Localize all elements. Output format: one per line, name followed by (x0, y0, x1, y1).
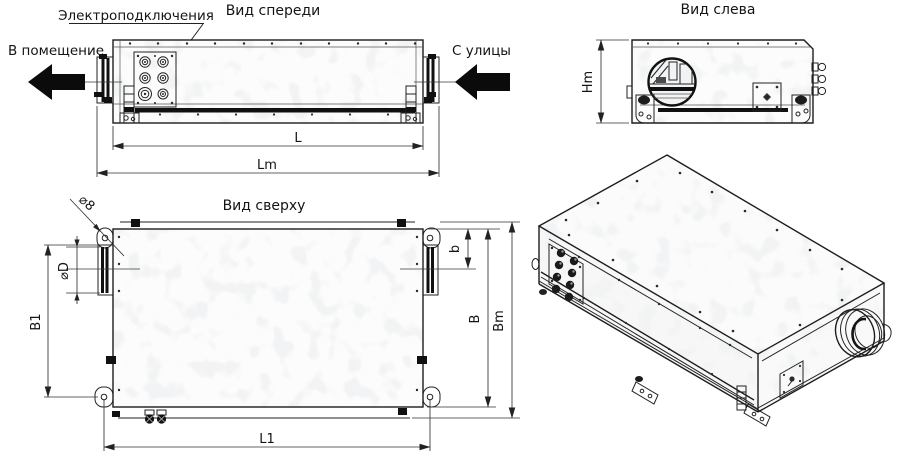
top-duct-left (97, 244, 114, 296)
dim-Hm-label: Hm (581, 71, 596, 93)
dimension-B: B (427, 228, 496, 408)
left-view-title: Вид слева (681, 2, 756, 18)
dim-B1-label: B1 (29, 313, 44, 330)
iso-left-face-details (540, 238, 755, 406)
cable-connector (139, 72, 151, 84)
bottom-cable-glands (144, 409, 167, 424)
dim-B-label: B (468, 315, 483, 324)
iso-top-rivets (564, 171, 844, 333)
front-body-texture (113, 40, 423, 123)
front-view-title: Вид спереди (226, 3, 321, 19)
iso-access-plate (779, 360, 804, 399)
side-latch-left (106, 356, 116, 364)
dim-Lm-label: Lm (257, 158, 277, 173)
mounting-tab-top-left (96, 227, 114, 249)
left-top-screws (646, 42, 798, 45)
cable-connector-large (138, 87, 152, 101)
cable-connector (157, 72, 169, 84)
top-body-outline (112, 228, 424, 408)
iso-foot-mid (631, 376, 659, 405)
airflow-street-label: С улицы (452, 43, 511, 59)
dimension-Lm: Lm (96, 106, 440, 177)
front-left-end-bracket (119, 85, 140, 124)
dim-Bm-label: Bm (492, 310, 507, 332)
left-view-foot-right (791, 94, 811, 124)
airflow-room-label: В помещение (8, 43, 104, 59)
bottom-clip (112, 411, 120, 417)
dim-dD-label: ⌀D (57, 262, 72, 280)
dim-b-label: b (448, 245, 463, 253)
fan-opening (647, 57, 697, 107)
dimension-B1: B1 (29, 244, 100, 398)
top-view-title: Вид сверху (223, 198, 306, 214)
airflow-arrow-to-room (28, 64, 85, 100)
front-top-screws (128, 42, 417, 45)
front-view: Вид спереди Электроподключения (8, 3, 511, 177)
dim-L1-label: L1 (259, 432, 275, 447)
front-duct-left (94, 54, 114, 104)
top-clip (397, 219, 406, 227)
top-clip (131, 219, 140, 227)
airflow-arrow-from-street (455, 64, 510, 100)
dimension-duct-diameter: ⌀D (57, 236, 100, 304)
front-right-end-bracket (400, 85, 421, 124)
cable-glands-right (811, 62, 827, 96)
left-view: Вид слева (581, 2, 827, 124)
isometric-view (531, 154, 892, 427)
cable-connector (157, 56, 169, 68)
access-plate (752, 82, 782, 112)
left-body-outline (631, 39, 814, 124)
front-duct-right (422, 54, 440, 104)
top-view: Вид сверху (29, 192, 520, 451)
top-body-texture (113, 229, 423, 407)
cable-connector (139, 56, 151, 68)
electrical-panel (133, 51, 177, 108)
side-latch-right (417, 356, 427, 364)
iso-electrical-panel (548, 243, 584, 305)
top-duct-right (422, 244, 439, 296)
dimension-L: L (112, 126, 424, 150)
bottom-clip (398, 408, 407, 415)
iso-cable-glands (551, 248, 579, 302)
left-view-foot-left (626, 85, 655, 124)
top-screws (117, 235, 419, 392)
front-bottom-rail (113, 103, 423, 116)
mounting-tab-bottom-right (422, 386, 441, 408)
dimension-Hm: Hm (581, 39, 629, 124)
dim-L-label: L (294, 131, 302, 146)
dimension-L1: L1 (103, 400, 431, 451)
dim-d8-label: ⌀8 (75, 192, 97, 214)
iso-outline (537, 154, 886, 413)
cable-connector (157, 88, 169, 100)
electrical-connections-label: Электроподключения (58, 8, 214, 24)
